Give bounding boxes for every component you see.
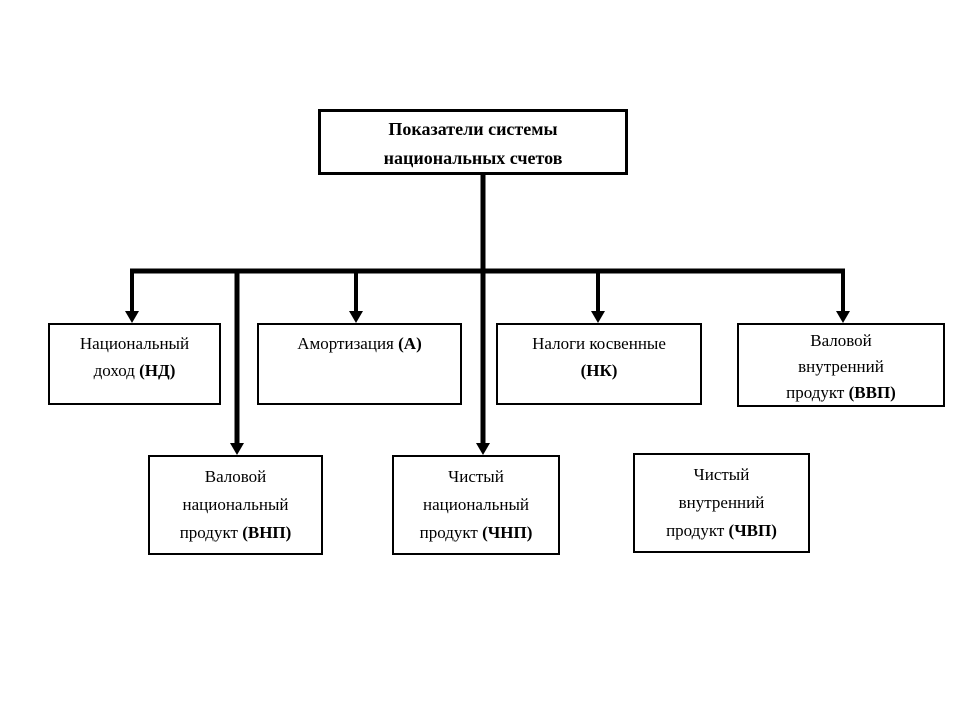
title-line-1: Показатели системы [388, 119, 558, 139]
arrowhead-chnp-icon [476, 443, 490, 455]
node-title-label: Показатели системы национальных счетов [321, 112, 625, 173]
node-indirect-taxes-label: Налоги косвенные (НК) [532, 334, 666, 380]
node-title: Показатели системы национальных счетов [318, 109, 628, 175]
node-indirect-taxes: Налоги косвенные (НК) [496, 323, 702, 405]
title-line-2: национальных счетов [383, 148, 563, 168]
node-gnp: Валовой национальный продукт (ВНП) [148, 455, 323, 555]
arrowhead-vvp-icon [836, 311, 850, 323]
arrowhead-a-icon [349, 311, 363, 323]
arrowhead-vnp-icon [230, 443, 244, 455]
arrowhead-nk-icon [591, 311, 605, 323]
node-nnp: Чистый национальный продукт (ЧНП) [392, 455, 560, 555]
node-national-income: Национальный доход (НД) [48, 323, 221, 405]
node-amortization-label: Амортизация (А) [297, 334, 422, 353]
node-amortization: Амортизация (А) [257, 323, 462, 405]
node-nnp-label: Чистый национальный продукт (ЧНП) [419, 467, 533, 542]
arrowhead-nd-icon [125, 311, 139, 323]
node-ndp: Чистый внутренний продукт (ЧВП) [633, 453, 810, 553]
node-gdp-label: Валовой внутренний продукт (ВВП) [786, 331, 896, 402]
node-national-income-label: Национальный доход (НД) [79, 334, 190, 380]
node-gdp: Валовой внутренний продукт (ВВП) [737, 323, 945, 407]
node-gnp-label: Валовой национальный продукт (ВНП) [179, 467, 292, 542]
node-ndp-label: Чистый внутренний продукт (ЧВП) [666, 465, 777, 540]
